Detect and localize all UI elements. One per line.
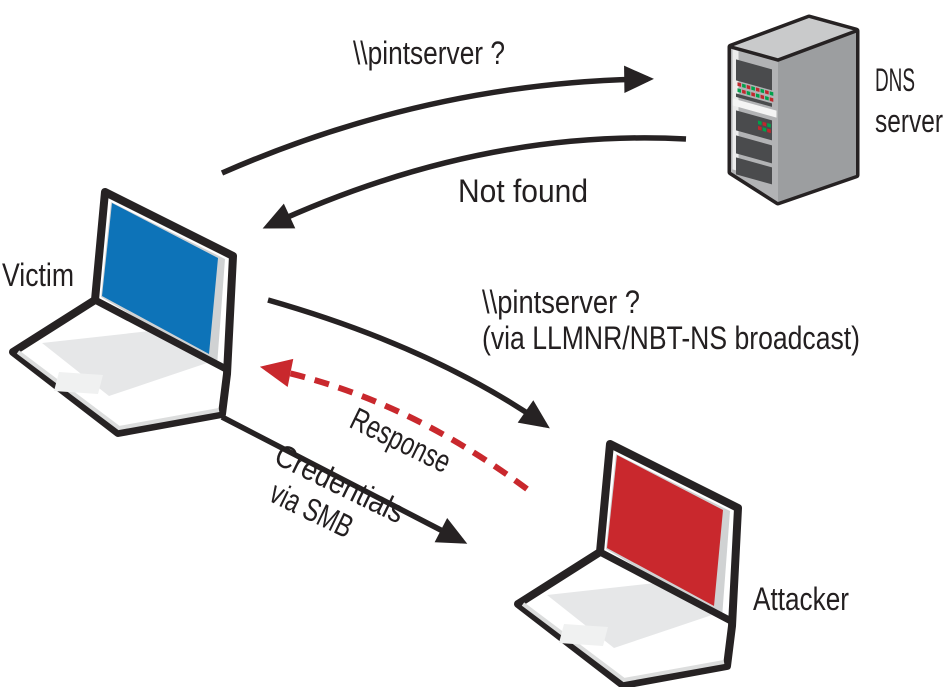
led-dot [746,84,751,90]
broadcast-query-label-line2: (via LLMNR/NBT-NS broadcast) [482,320,860,356]
broadcast-query-label-line1: \\pintserver ? [482,284,640,320]
led-dot [751,92,755,97]
server-bay [736,59,772,91]
arrow-poisoned-response [259,358,529,492]
led-dot [769,97,774,102]
server-top-face [731,18,856,60]
attacker-laptop-icon [518,444,738,685]
led-dot [737,88,742,93]
led-dot [737,82,742,87]
arrow-dns-reply [262,135,687,229]
server-bay [736,135,772,164]
server-white-strip [732,98,777,118]
led-dot [758,125,762,131]
led-dot [760,88,765,94]
server-drive-bays [732,49,777,185]
server-bay [736,157,772,185]
dns-reply-label: Not found [458,173,588,209]
server-led-cluster [758,120,771,134]
arrow-credential-theft [220,414,468,544]
led-dot [758,120,762,126]
victim-laptop-icon [13,192,233,433]
led-dot [742,83,746,89]
credential-theft-label-group: Credentials via SMB [264,436,411,545]
dns-query-label: \\pintserver ? [353,35,505,71]
led-dot [760,94,765,100]
led-dot [755,93,760,99]
led-dot [762,127,767,132]
server-side-face [778,31,856,202]
server-bay [736,93,772,107]
led-dot [751,86,755,91]
led-dot [765,89,769,95]
dns-server-label-line2: server [875,103,943,139]
arrow-dns-query [220,65,654,176]
dns-server-label-line1: DNS [875,62,915,98]
server-bay [736,110,772,141]
server-edge-lines [730,29,857,62]
led-dot [769,91,774,96]
led-dot [755,87,760,93]
poisoned-response-label: Response [345,400,457,479]
led-dot [746,90,751,96]
victim-label: Victim [2,257,74,293]
led-dot [767,128,771,134]
led-dot [765,95,769,101]
server-led-row [737,82,774,96]
dns-server-icon [727,14,860,206]
led-dot [762,121,767,127]
attacker-label: Attacker [753,581,849,617]
led-dot [742,89,746,95]
poisoned-response-label-group: Response [345,400,457,479]
led-dot [767,123,771,128]
server-led-row [737,88,774,102]
arrow-broadcast-query [267,297,550,429]
